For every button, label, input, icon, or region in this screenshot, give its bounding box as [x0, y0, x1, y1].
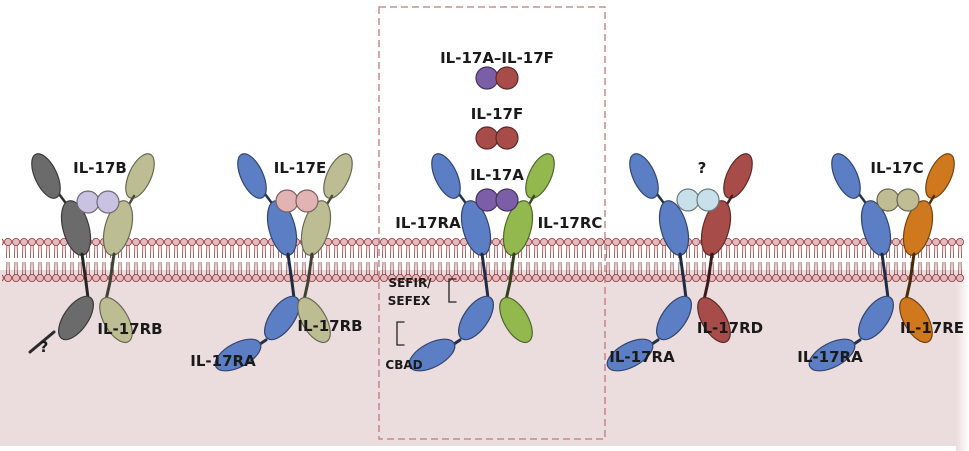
ligand-il17e-subunit-1 [275, 189, 299, 213]
receptor-unknown-transmembrane [80, 252, 90, 300]
ligand-unknown-subunit-2 [696, 188, 720, 212]
label-il17c: IL-17C [870, 159, 923, 177]
receptor-il17rd-domain-d2 [700, 200, 732, 256]
label-il17f: IL-17F [471, 105, 524, 123]
receptor-il17ra-domain-d1 [629, 153, 659, 199]
label-il17re: IL-17RE [900, 319, 964, 337]
receptor-il17rb-domain-d1 [125, 153, 155, 199]
receptor-il17ra-transmembrane [880, 252, 890, 300]
receptor-il17ra-domain-sefir [264, 295, 300, 341]
highlight-box [378, 6, 606, 440]
label-il17ra: IL-17RA [190, 352, 256, 370]
receptor-il17ra-transmembrane [678, 252, 688, 300]
label-sefex: SEFEX [388, 294, 431, 308]
receptor-il17ra-domain-cbad [408, 338, 456, 372]
cytoplasm-edge-fade [956, 270, 969, 451]
ligand-il17a-il17f-subunit-1 [475, 66, 499, 90]
receptor-il17re-domain-bottom [899, 296, 933, 344]
receptor-il17ra-domain-d1 [431, 153, 461, 199]
label-sefir: SEFIR/ [388, 276, 432, 290]
receptor-il17rb-transmembrane [104, 252, 116, 302]
ligand-il17c-subunit-2 [896, 188, 920, 212]
receptor-il17re-transmembrane [904, 252, 916, 302]
receptor-il17rb-domain-bottom [99, 296, 133, 344]
ligand-unknown-subunit-1 [676, 188, 700, 212]
receptor-unknown-domain-sefir [58, 295, 94, 341]
ligand-il17a-subunit-1 [475, 188, 499, 212]
receptor-unknown-domain-d1 [31, 153, 61, 199]
receptor-il17rd-domain-d1 [723, 153, 753, 199]
bracket-sefir [448, 278, 457, 303]
label-cbad: CBAD [385, 358, 422, 372]
receptor-il17rb-domain-d2 [102, 200, 134, 256]
ligand-il17f-subunit-2 [495, 126, 519, 150]
complex-il17a [396, 66, 555, 372]
label-il17e: IL-17E [274, 159, 327, 177]
label-il17rb: IL-17RB [97, 320, 162, 338]
ligand-il17a-il17f-subunit-2 [495, 66, 519, 90]
label-il17ra: IL-17RA [797, 348, 863, 366]
ligand-il17b-subunit-2 [96, 190, 120, 214]
receptor-il17rb-domain-bottom [297, 296, 331, 344]
ligand-il17c-subunit-1 [876, 188, 900, 212]
ligand-il17b-subunit-1 [76, 190, 100, 214]
receptor-il17ra-transmembrane [480, 252, 490, 300]
bracket-cbad [396, 321, 405, 346]
label-unknown-ligand: ? [698, 159, 707, 177]
label-il17rb: IL-17RB [297, 317, 362, 335]
receptor-il17ra-domain-d1 [237, 153, 267, 199]
receptor-il17rb-domain-d2 [300, 200, 332, 256]
receptor-il17rd-domain-bottom [697, 296, 731, 344]
label-il17a-il17f: IL-17A–IL-17F [440, 49, 554, 67]
complex-il17b [28, 153, 155, 354]
complex-il17c [808, 153, 955, 372]
receptor-il17ra-domain-cbad [808, 338, 856, 372]
receptor-il17rb-transmembrane [302, 252, 314, 302]
receptor-il17ra-domain-sefir [858, 295, 894, 341]
label-il17b: IL-17B [73, 159, 127, 177]
ligand-il17a-subunit-2 [495, 188, 519, 212]
receptor-il17rc-transmembrane [504, 252, 516, 302]
receptor-il17ra-domain-cbad [606, 338, 654, 372]
receptor-il17re-domain-d2 [902, 200, 934, 256]
label-il17a: IL-17A [470, 166, 524, 184]
receptor-il17ra-domain-sefir [458, 295, 494, 341]
receptor-il17rd-transmembrane [702, 252, 714, 302]
ligand-il17f-subunit-1 [475, 126, 499, 150]
receptor-il17rb-domain-d1 [323, 153, 353, 199]
receptor-il17rc-domain-d1 [525, 153, 555, 199]
receptor-il17ra-domain-cbad [214, 338, 262, 372]
receptor-unknown-tail [28, 330, 56, 354]
ligand-il17e-subunit-2 [295, 189, 319, 213]
label-il17rc: IL-17RC [538, 214, 603, 232]
receptor-il17ra-transmembrane [286, 252, 296, 300]
receptor-il17rc-domain-bottom [499, 296, 533, 344]
label-il17ra: IL-17RA [395, 214, 461, 232]
label-il17ra: IL-17RA [609, 348, 675, 366]
receptor-il17ra-domain-d1 [831, 153, 861, 199]
receptor-il17ra-domain-sefir [656, 295, 692, 341]
label-il17rd: IL-17RD [697, 319, 763, 337]
receptor-il17rc-domain-d2 [502, 200, 534, 256]
label-unknown-receptor: ? [40, 338, 49, 356]
complex-il17e [214, 153, 353, 372]
complex-unknown [606, 153, 753, 372]
receptor-il17re-domain-d1 [925, 153, 955, 199]
